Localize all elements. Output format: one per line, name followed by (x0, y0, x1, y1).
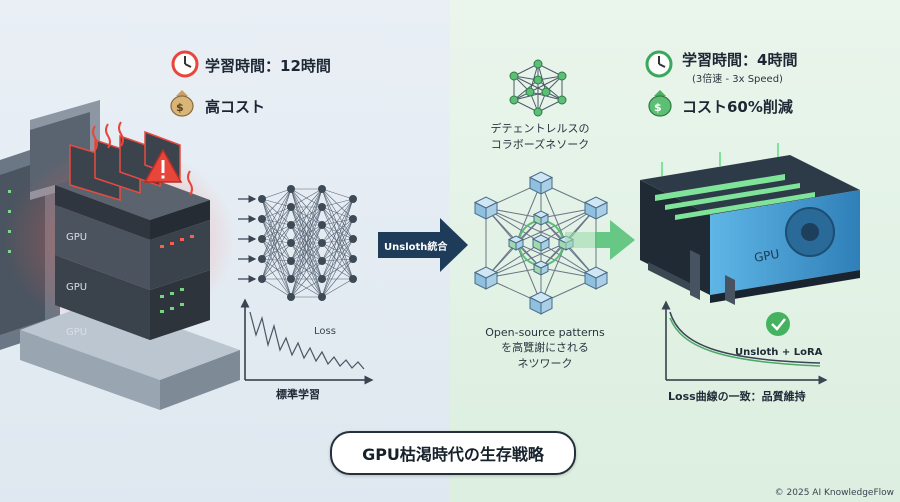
nn-node (318, 275, 326, 283)
arrow-label: Unsloth統合 (384, 242, 448, 253)
network-node (533, 75, 543, 85)
collaboration-network-icon (509, 59, 567, 117)
money-bag-icon: $ (170, 90, 194, 117)
network-cube (532, 210, 550, 226)
nn-node (258, 255, 266, 263)
network-caption-top: デテェントレルスの コラボーズネソーク (480, 120, 600, 152)
title-banner: GPU枯渇時代の生存戦略 (330, 431, 576, 475)
money-bag-icon-green: $ (648, 90, 672, 117)
nn-node (318, 185, 326, 193)
network-node (557, 71, 567, 81)
network-cube (583, 266, 609, 290)
gpu-label-2: GPU (66, 282, 87, 293)
nn-node (349, 275, 357, 283)
clock-icon-red (171, 50, 199, 78)
network-node (533, 107, 543, 117)
nn-node (287, 275, 295, 283)
nn-node (318, 239, 326, 247)
network-cube (531, 234, 551, 252)
network-caption-bottom-line-2: を高覽謝にされる (501, 341, 589, 354)
nn-node (258, 195, 266, 203)
nn-node (258, 215, 266, 223)
nn-node (287, 185, 295, 193)
hot-gpu-stack: GPU GPU GPU (5, 121, 240, 410)
network-node (557, 95, 567, 105)
right-time-sub: (3倍速 - 3x Speed) (692, 74, 783, 85)
left-time-label: 学習時間：12時間 (205, 57, 331, 75)
svg-text:$: $ (176, 101, 184, 114)
network-caption-bottom: Open-source patterns を高覽謝にされる ネツワーク (475, 326, 615, 371)
network-caption-bottom-line-3: ネツワーク (517, 357, 573, 370)
nn-node (318, 203, 326, 211)
nn-node (287, 293, 295, 301)
network-cube (532, 260, 550, 276)
network-node (533, 59, 543, 69)
nn-node (349, 195, 357, 203)
network-node (525, 87, 535, 97)
gpu-label-3: GPU (66, 327, 87, 338)
loss-label: Loss (314, 326, 336, 337)
nn-node (287, 221, 295, 229)
network-cube (473, 196, 499, 220)
nn-node (349, 235, 357, 243)
nn-node (318, 257, 326, 265)
nn-node (318, 293, 326, 301)
network-node (509, 95, 519, 105)
nn-node (258, 275, 266, 283)
network-caption-top-line-1: デテェントレルスの (490, 122, 590, 135)
nn-node (287, 239, 295, 247)
unsloth-lora-label: Unsloth + LoRA (735, 347, 823, 358)
check-icon (766, 312, 790, 336)
page-title: GPU枯渇時代の生存戦略 (362, 445, 544, 464)
green-arrow (565, 220, 635, 260)
right-time-label: 学習時間：4時間 (682, 51, 798, 69)
transition-arrow (378, 218, 468, 272)
network-cube (507, 235, 525, 251)
efficient-gpu-stack (640, 143, 860, 305)
gpu-label-right: GPU (753, 247, 780, 265)
copyright: © 2025 AI KnowledgeFlow (774, 488, 894, 498)
clock-icon-green (645, 50, 673, 78)
nn-node (258, 235, 266, 243)
loss-chart-unsloth (661, 300, 828, 385)
nn-node (349, 255, 357, 263)
gpu-label-1: GPU (66, 232, 87, 243)
network-cube (473, 266, 499, 290)
nn-node (349, 215, 357, 223)
heat-waves (92, 121, 193, 196)
nn-node (287, 257, 295, 265)
network-node (541, 87, 551, 97)
standard-training-caption: 標準学習 (276, 388, 320, 401)
loss-chart-standard (240, 298, 374, 385)
warning-icon (143, 148, 183, 183)
right-cost-label: コスト60%削減 (682, 98, 793, 116)
network-node (509, 71, 519, 81)
neural-network (258, 185, 357, 301)
input-arrows (238, 195, 257, 283)
network-cube (528, 291, 554, 315)
loss-match-caption: Loss曲線の一致：品質維持 (668, 390, 806, 403)
network-caption-top-line-2: コラボーズネソーク (490, 138, 590, 151)
network-cube (583, 196, 609, 220)
left-cost-label: 高コスト (205, 98, 266, 116)
network-cube (528, 171, 554, 195)
network-caption-bottom-line-1: Open-source patterns (485, 326, 605, 339)
nn-node (318, 221, 326, 229)
svg-text:$: $ (654, 101, 662, 114)
nn-node (287, 203, 295, 211)
